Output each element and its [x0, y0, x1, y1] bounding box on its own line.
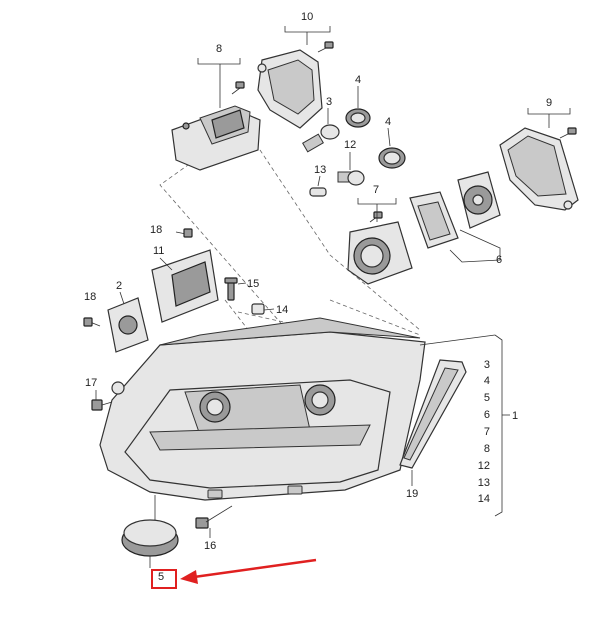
- callout-5: 5: [158, 571, 164, 583]
- callout-4a: 4: [355, 74, 361, 86]
- part-5-cap: [121, 519, 179, 557]
- assembly-list-item: 8: [484, 443, 490, 455]
- assembly-list-item: 13: [478, 477, 490, 489]
- callout-12: 12: [344, 139, 356, 151]
- highlight-box: [151, 569, 177, 589]
- part-4-ring-b: [378, 147, 406, 169]
- part-7-screw: [369, 211, 383, 223]
- part-2-module: [107, 297, 149, 353]
- part-8-control-unit: [171, 105, 261, 171]
- callout-18a: 18: [150, 224, 162, 236]
- callout-13: 13: [314, 164, 326, 176]
- part-3-bulb: [302, 124, 340, 153]
- part-18-screw-a: [175, 228, 193, 238]
- callout-2: 2: [116, 280, 122, 292]
- part-9-cover: [499, 127, 579, 211]
- highlight-arrow-shaft: [193, 558, 317, 579]
- dashed-guide-lines: [159, 149, 421, 346]
- part-11-ballast: [151, 249, 219, 323]
- callout-18b: 18: [84, 291, 96, 303]
- part-4-ring-a: [345, 108, 371, 128]
- part-16-screw: [195, 505, 233, 529]
- callout-10: 10: [301, 11, 313, 23]
- callout-9: 9: [546, 97, 552, 109]
- assembly-part-list: 3 4 5 6 7 8 12 13 14: [478, 359, 490, 505]
- callout-15: 15: [247, 278, 259, 290]
- assembly-list-item: 4: [484, 375, 490, 387]
- part-10-cover: [257, 49, 323, 129]
- part-7-lens-module: [347, 221, 413, 285]
- assembly-list-item: 12: [478, 460, 490, 472]
- assembly-list-item: 5: [484, 392, 490, 404]
- callout-8: 8: [216, 43, 222, 55]
- part-14-clip: [251, 303, 265, 315]
- headlight-housing: [99, 317, 426, 501]
- part-13-bulb: [309, 187, 327, 197]
- part-18-screw-b: [83, 317, 101, 327]
- callout-6: 6: [496, 254, 502, 266]
- assembly-list-item: 6: [484, 409, 490, 421]
- part-19-trim: [399, 359, 467, 469]
- highlight-arrow-head: [180, 570, 198, 584]
- assembly-list-item: 14: [478, 493, 490, 505]
- callout-16: 16: [204, 540, 216, 552]
- part-6-bracket: [409, 191, 459, 249]
- part-10-screw: [317, 41, 334, 53]
- part-8-screw: [231, 81, 245, 95]
- part-9-screw: [559, 127, 577, 139]
- callout-7: 7: [373, 184, 379, 196]
- part-12-bulb: [337, 170, 365, 186]
- callout-17: 17: [85, 377, 97, 389]
- callout-11: 11: [153, 245, 164, 257]
- part-15-screw: [224, 277, 238, 301]
- part-17-screw: [91, 399, 113, 411]
- callout-4b: 4: [385, 116, 391, 128]
- assembly-list-item: 7: [484, 426, 490, 438]
- callout-3: 3: [326, 96, 332, 108]
- assembly-list-item: 3: [484, 359, 490, 371]
- part-6-fan: [457, 171, 501, 229]
- callout-labels: 10 8 3 4 4 9 12 13 7 18 11 6 2 15 18 14 …: [84, 11, 552, 583]
- leader-lines: [95, 26, 571, 568]
- highlight-annotation: [151, 558, 317, 589]
- callout-19: 19: [406, 488, 418, 500]
- callout-14: 14: [276, 304, 288, 316]
- callout-1: 1: [512, 410, 518, 422]
